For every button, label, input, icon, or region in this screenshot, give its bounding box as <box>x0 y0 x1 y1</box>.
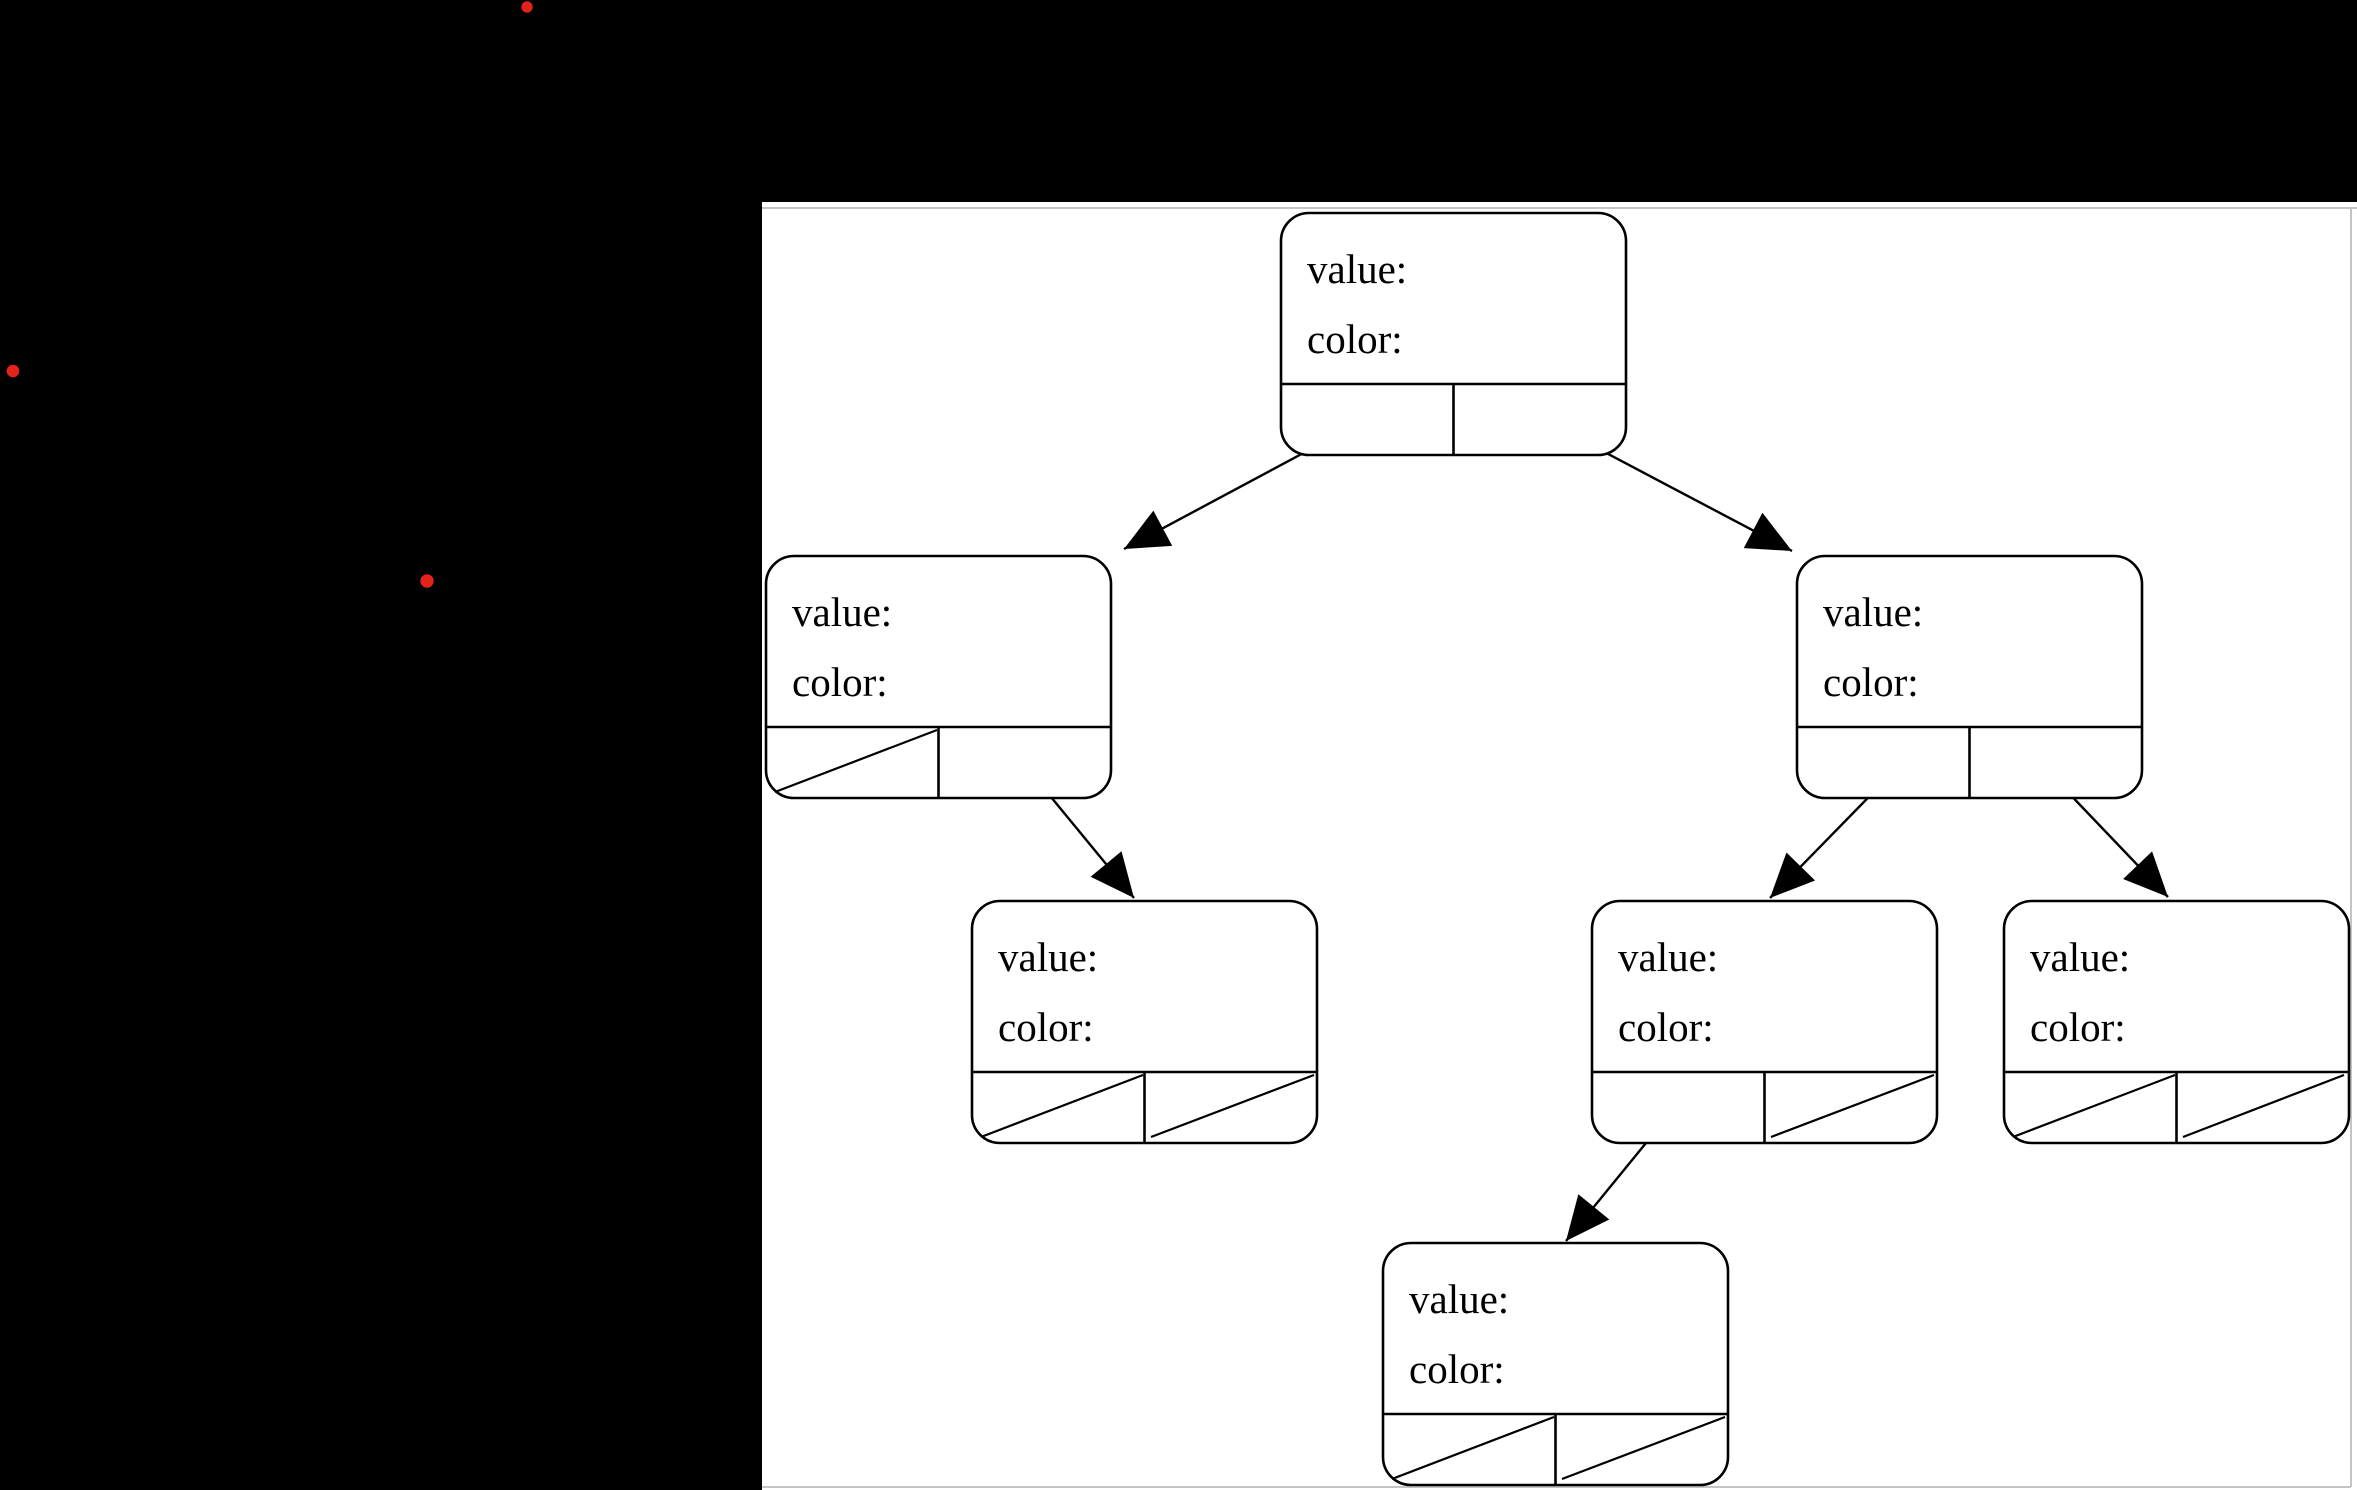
null-slash-left-cell <box>980 1073 1144 1139</box>
null-slash-left-cell <box>774 728 938 794</box>
node-color-label: color: <box>1618 1004 1714 1050</box>
tree-node-left-right: value: color: <box>970 899 1319 1145</box>
node-value-label: value: <box>1307 246 1407 292</box>
node-value-label: value: <box>2030 934 2130 980</box>
node-value-label: value: <box>998 934 1098 980</box>
tree-node-right-left-left: value: color: <box>1381 1241 1730 1487</box>
node-color-label: color: <box>1307 316 1403 362</box>
node-value-label: value: <box>1409 1276 1509 1322</box>
red-dot-left <box>6 364 20 378</box>
node-color-label: color: <box>1823 659 1919 705</box>
node-value-label: value: <box>792 589 892 635</box>
null-slash-right-cell <box>1150 1073 1315 1139</box>
red-annotation-dots <box>6 1 533 588</box>
node-color-label: color: <box>998 1004 1094 1050</box>
node-value-label: value: <box>1618 934 1718 980</box>
null-slash-right-cell <box>1561 1415 1726 1481</box>
null-slash-right-cell <box>1770 1073 1935 1139</box>
null-slash-right-cell <box>2182 1073 2345 1139</box>
node-color-label: color: <box>792 659 888 705</box>
tree-node-root: value: color: <box>1279 211 1628 457</box>
node-color-label: color: <box>1409 1346 1505 1392</box>
tree-node-right-right: value: color: <box>2002 899 2351 1145</box>
red-dot-middle <box>420 574 434 588</box>
tree-node-left: value: color: <box>764 554 1113 800</box>
tree-node-right: value: color: <box>1795 554 2144 800</box>
null-slash-left-cell <box>2012 1073 2176 1139</box>
null-slash-left-cell <box>1391 1415 1555 1481</box>
node-color-label: color: <box>2030 1004 2126 1050</box>
node-value-label: value: <box>1823 589 1923 635</box>
red-dot-top <box>521 1 533 13</box>
tree-node-right-left: value: color: <box>1590 899 1939 1145</box>
